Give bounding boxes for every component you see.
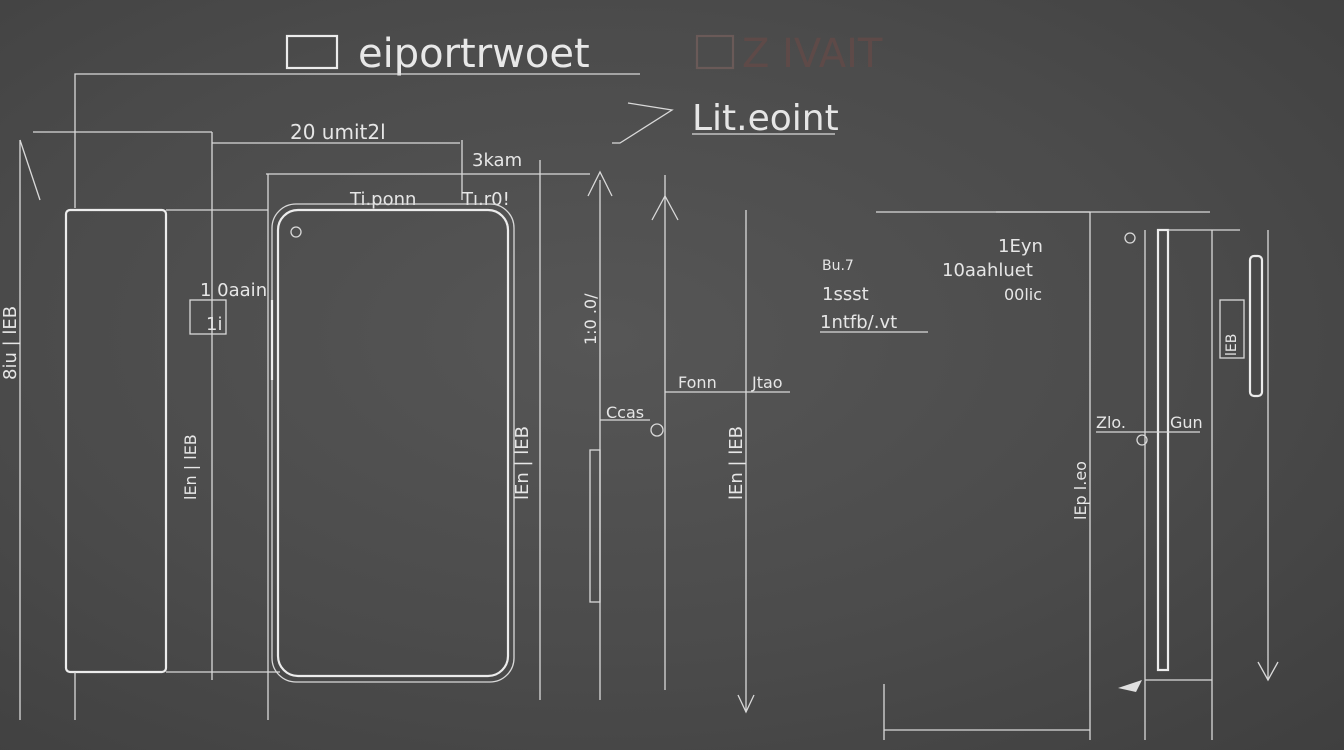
side-camera [1124, 232, 1136, 244]
phone-front-outline [276, 208, 510, 678]
dim-top-label: 20 umit2l [290, 120, 386, 144]
mid-note-label: Ccas [606, 403, 644, 422]
left-inner-label2: 1i [206, 314, 222, 335]
subtitle-leader [612, 102, 674, 144]
left-side-label: 8iu | lEB [0, 306, 21, 380]
side-marker [1136, 434, 1148, 446]
side-note-label: Zlo. [1096, 413, 1126, 432]
side-note2-label: Gun [1170, 413, 1203, 432]
side-badge-label: lEB [1224, 334, 1240, 356]
phone-side-profile [64, 208, 168, 674]
spec-6: 00lic [1004, 285, 1042, 304]
diagram-title-faint: Z IVAIT [742, 31, 883, 77]
mid-note2-label: Fonn [678, 373, 717, 392]
mid-marker [650, 423, 664, 437]
mid-height-arrow [651, 194, 679, 221]
front-side-label: lEn | lEB [512, 426, 533, 500]
left-vert-label: lEn | lEB [181, 434, 200, 500]
diagram-title: eiportrwoet [358, 31, 590, 77]
left-height-dim-arrow [19, 139, 41, 201]
side-base-arrow [1118, 680, 1142, 692]
camera-hole [290, 226, 302, 238]
side-button-profile [1248, 254, 1264, 398]
spec-2: 1ssst [822, 284, 869, 305]
side-vert-label: lEp l.eo [1071, 461, 1090, 520]
right-vert-label: 1:0 .0/ [581, 293, 600, 345]
dim-top2-label: Ti.ponn [349, 189, 416, 210]
spec-1: Bu.7 [822, 258, 854, 274]
left-inner-label: 1 0aain [200, 280, 267, 301]
dim-sub-label: 3kam [472, 150, 522, 171]
spec-3: 1ntfb/.vt [820, 312, 897, 333]
spec-4: 1Eyn [998, 236, 1043, 257]
spec-5: 10aahluet [942, 260, 1033, 281]
side-body-profile [1156, 228, 1170, 672]
mid-vert-label: lEn | lEB [726, 426, 747, 500]
side-height-arrow [1257, 661, 1279, 682]
front-thickness-box [589, 449, 601, 603]
diagram-subtitle: Lit.eoint [692, 98, 839, 139]
side-badge-box [1219, 299, 1245, 359]
top-leader [74, 73, 640, 208]
phone-front-frame [271, 203, 515, 683]
front-height-arrow [587, 170, 613, 197]
mid-note3-label: Jtao [751, 373, 783, 392]
title-frame-right [695, 34, 735, 70]
left-inner-box [189, 299, 227, 335]
title-frame-left [285, 34, 339, 70]
mid-vertical-arrow [737, 694, 755, 714]
